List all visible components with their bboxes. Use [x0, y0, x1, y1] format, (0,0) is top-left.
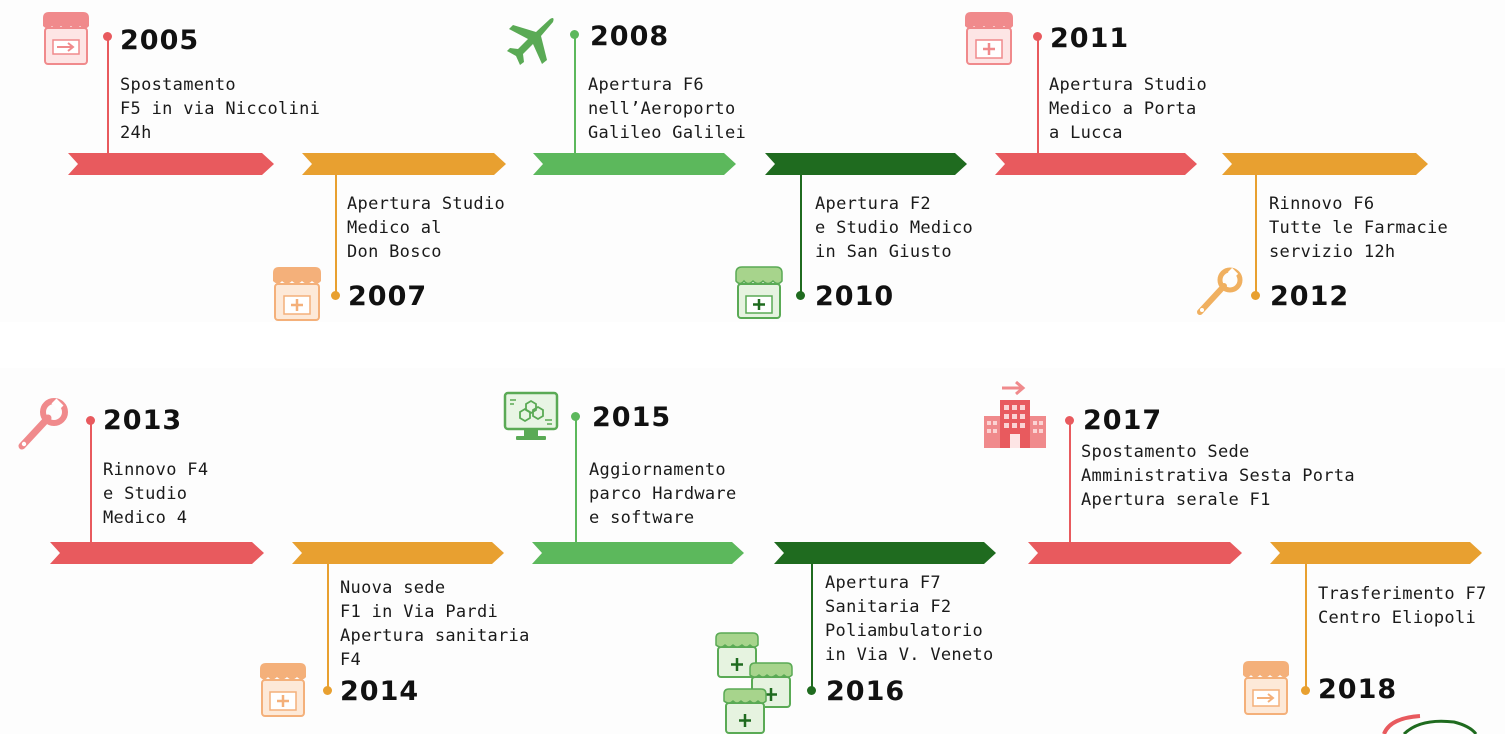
- description-2007: Apertura Studio Medico al Don Bosco: [347, 194, 506, 262]
- marker-dot-2010: [796, 291, 805, 300]
- timeline-arrow-2018: [1270, 542, 1482, 564]
- year-2005: 2005: [120, 25, 200, 56]
- year-2016: 2016: [826, 676, 906, 707]
- description-2018: Trasferimento F7 Centro Eliopoli: [1318, 584, 1487, 628]
- connector-2015: [575, 417, 577, 543]
- connector-2012: [1255, 174, 1257, 296]
- connector-2017: [1069, 421, 1071, 543]
- connector-2016: [811, 563, 813, 690]
- description-2010: Apertura F2 e Studio Medico in San Giust…: [815, 194, 974, 262]
- marker-dot-2018: [1301, 686, 1310, 695]
- shop-plus-icon: [965, 12, 1013, 65]
- description-2014: Nuova sede F1 in Via Pardi Apertura sani…: [340, 578, 530, 670]
- marker-dot-2011: [1033, 32, 1042, 41]
- description-2015: Aggiornamento parco Hardware e software: [589, 460, 737, 528]
- shop-plus-icon: [260, 663, 306, 717]
- timeline-arrow-2016: [774, 542, 996, 564]
- marker-dot-2005: [103, 32, 112, 41]
- timeline-arrow-2012: [1222, 153, 1428, 175]
- shop-plus-icon: [273, 267, 321, 321]
- description-2008: Apertura F6 nell’Aeroporto Galileo Galil…: [588, 75, 747, 143]
- connector-2008: [574, 35, 576, 154]
- connector-2007: [335, 174, 337, 296]
- marker-dot-2015: [571, 412, 580, 421]
- timeline-arrow-2010: [765, 153, 967, 175]
- logo-emblem: [1382, 714, 1478, 734]
- marker-dot-2007: [331, 291, 340, 300]
- shop-arrow-icon: [1243, 661, 1289, 715]
- description-2017: Spostamento Sede Amministrativa Sesta Po…: [1081, 442, 1355, 510]
- timeline-arrow-2017: [1028, 542, 1242, 564]
- marker-dot-2017: [1065, 416, 1074, 425]
- description-2011: Apertura Studio Medico a Porta a Lucca: [1049, 75, 1208, 143]
- shop-arrow-icon: [43, 12, 89, 65]
- marker-dot-2013: [86, 416, 95, 425]
- year-2017: 2017: [1083, 405, 1163, 436]
- shops-group-icon: [715, 632, 793, 734]
- timeline-arrow-2011: [995, 153, 1197, 175]
- computer-icon: [503, 391, 559, 440]
- year-2014: 2014: [340, 676, 420, 707]
- year-2015: 2015: [592, 402, 672, 433]
- description-2013: Rinnovo F4 e Studio Medico 4: [103, 460, 209, 528]
- connector-2011: [1037, 37, 1039, 154]
- description-2016: Apertura F7 Sanitaria F2 Poliambulatorio…: [825, 573, 994, 665]
- wrench-icon: [1197, 267, 1243, 315]
- connector-2014: [327, 563, 329, 690]
- timeline-arrow-2005: [68, 153, 274, 175]
- year-2018: 2018: [1318, 674, 1398, 705]
- connector-2018: [1305, 563, 1307, 690]
- year-2008: 2008: [590, 21, 670, 52]
- year-2012: 2012: [1270, 281, 1350, 312]
- timeline-arrow-2015: [532, 542, 744, 564]
- timeline-arrow-2013: [50, 542, 264, 564]
- airplane-icon: [507, 18, 554, 65]
- marker-dot-2008: [570, 30, 579, 39]
- wrench-icon: [18, 398, 68, 450]
- connector-2013: [90, 421, 92, 543]
- year-2007: 2007: [348, 281, 428, 312]
- connector-2005: [107, 37, 109, 154]
- marker-dot-2012: [1251, 291, 1260, 300]
- year-2011: 2011: [1050, 23, 1130, 54]
- description-2012: Rinnovo F6 Tutte le Farmacie servizio 12…: [1269, 194, 1449, 262]
- timeline-arrow-2007: [302, 153, 506, 175]
- marker-dot-2016: [807, 686, 816, 695]
- description-2005: Spostamento F5 in via Niccolini 24h: [120, 75, 321, 143]
- connector-2010: [800, 174, 802, 296]
- timeline-arrow-2008: [533, 153, 736, 175]
- year-2010: 2010: [815, 281, 895, 312]
- building-arrow-icon: [984, 380, 1046, 448]
- shop-plus-icon: [735, 266, 783, 319]
- year-2013: 2013: [103, 405, 183, 436]
- marker-dot-2014: [323, 686, 332, 695]
- timeline-arrow-2014: [292, 542, 504, 564]
